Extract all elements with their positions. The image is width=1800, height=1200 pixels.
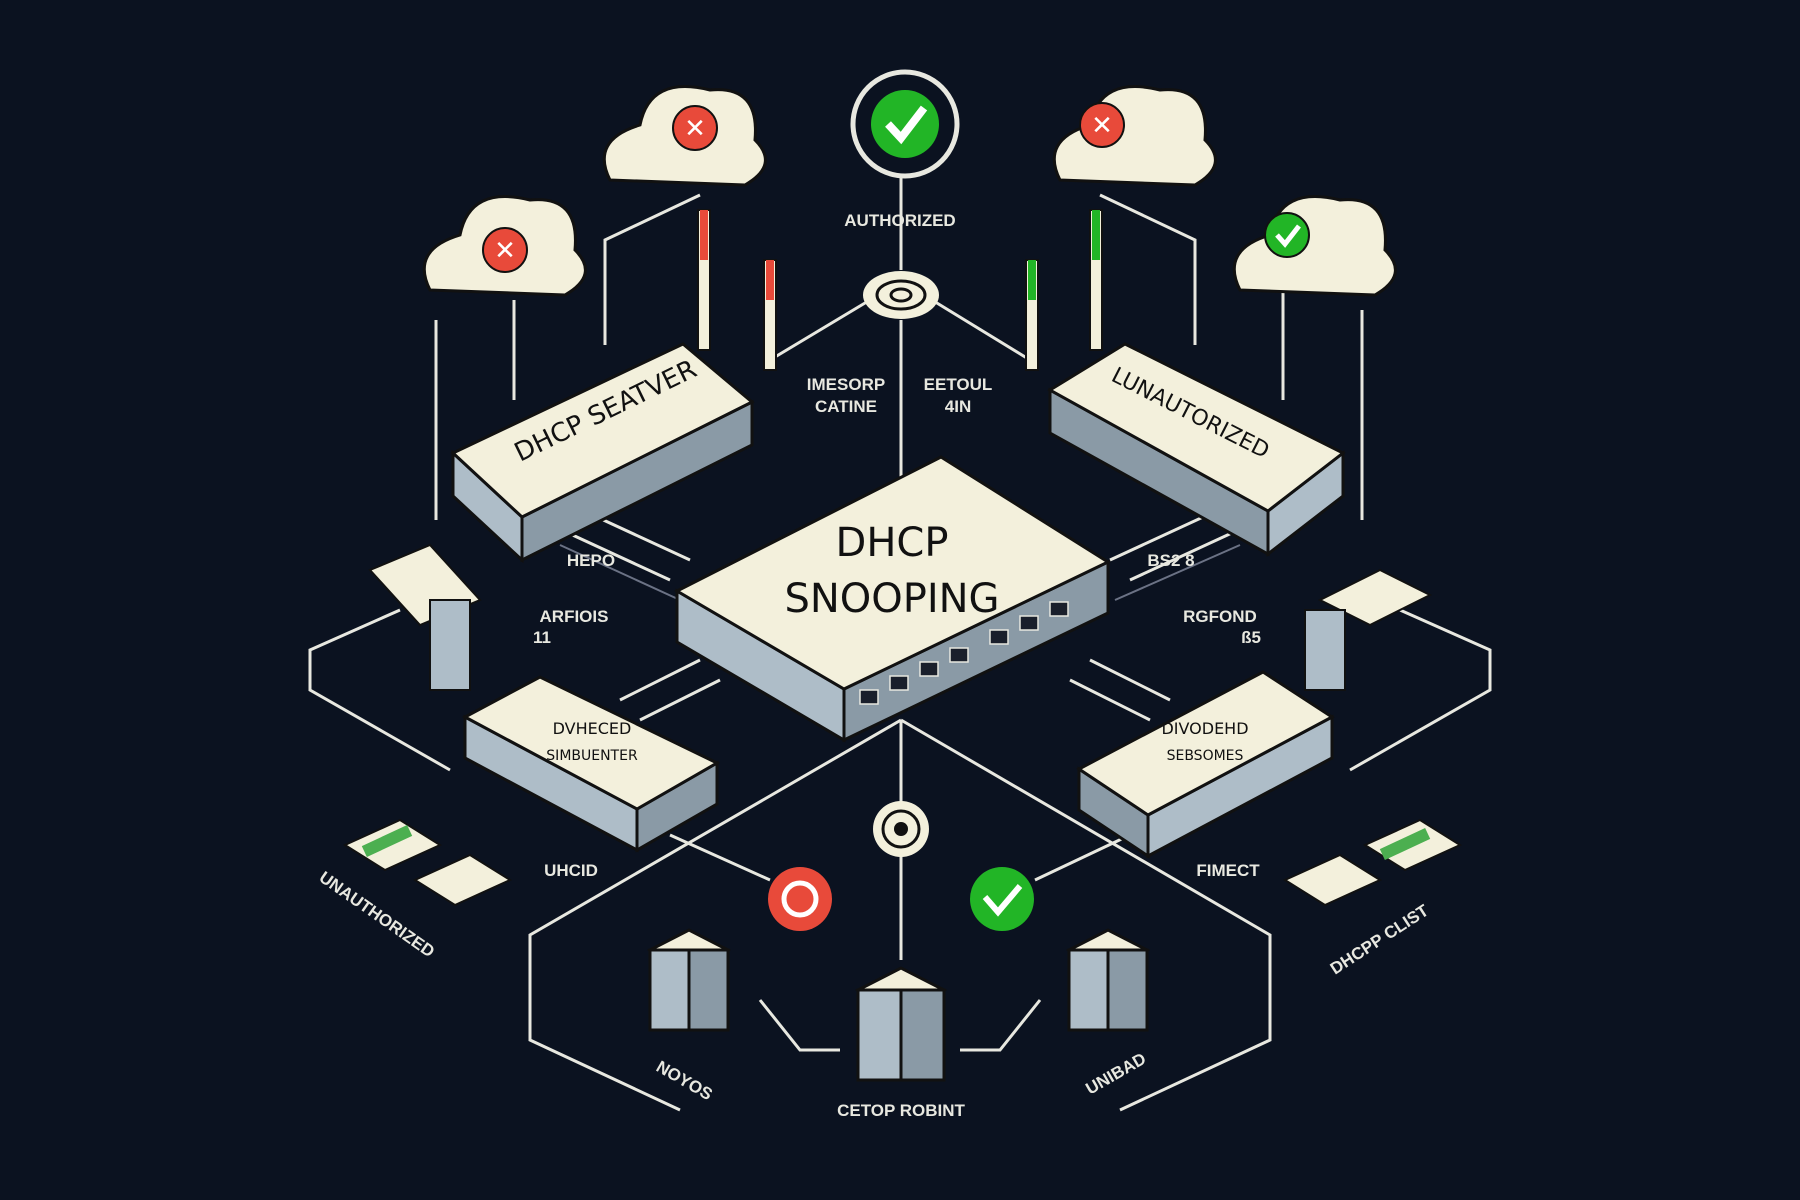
label: CETOP ROBINT bbox=[837, 1101, 965, 1120]
unauthorized-switch: LUNAUTORIZED bbox=[1047, 342, 1346, 558]
label: BS2 8 bbox=[1147, 551, 1194, 570]
switch-ports bbox=[859, 601, 1069, 705]
cloud-deny-icon: ✕ bbox=[422, 195, 587, 297]
label: NOYOS bbox=[653, 1057, 716, 1104]
lower-right-switch-label: DIVODEHD bbox=[1161, 719, 1248, 738]
authorized-check-icon bbox=[850, 69, 960, 179]
snooping-label-line2: SNOOPING bbox=[784, 576, 999, 622]
target-icon bbox=[873, 801, 929, 857]
server-icon bbox=[854, 966, 948, 1082]
dhcp-snooping-switch: DHCP SNOOPING bbox=[673, 455, 1112, 743]
snooping-label-line1: DHCP bbox=[836, 520, 949, 566]
cloud-deny-icon: ✕ bbox=[1052, 85, 1217, 187]
antenna-icons bbox=[697, 209, 1103, 371]
label: CATINE bbox=[815, 397, 877, 416]
cloud-deny-icon: ✕ bbox=[602, 85, 767, 187]
deny-icon bbox=[768, 867, 832, 931]
label: IMESORP bbox=[807, 375, 885, 394]
server-icon bbox=[646, 928, 732, 1032]
spiral-target-icon bbox=[863, 271, 939, 319]
svg-text:✕: ✕ bbox=[494, 236, 516, 266]
dhcp-client-label: DHCPP CLIST bbox=[1327, 901, 1433, 979]
label: HEPO bbox=[567, 551, 615, 570]
authorized-label: AUTHORIZED bbox=[844, 211, 955, 230]
label: RGFOND bbox=[1183, 607, 1257, 626]
server-icon bbox=[1065, 928, 1151, 1032]
lower-right-switch-sublabel: SEBSOMES bbox=[1167, 748, 1244, 764]
lower-left-switch-sublabel: SIMBUENTER bbox=[546, 748, 638, 764]
client-devices-right bbox=[1282, 568, 1463, 907]
lower-left-switch: DVHECED SIMBUENTER bbox=[461, 675, 721, 853]
label: FIMECT bbox=[1196, 861, 1260, 880]
svg-text:✕: ✕ bbox=[684, 114, 706, 144]
label: ARFIOIS bbox=[540, 607, 609, 626]
cloud-allow-icon bbox=[1232, 195, 1397, 297]
dhcp-server-switch: DHCP SEATVER bbox=[450, 342, 755, 564]
lower-left-switch-label: DVHECED bbox=[553, 719, 632, 738]
allow-check-icon bbox=[970, 867, 1034, 931]
label: 11 bbox=[533, 628, 551, 647]
label: EETOUL bbox=[924, 375, 993, 394]
label: UHCID bbox=[544, 861, 598, 880]
label: UNIBAD bbox=[1083, 1049, 1150, 1099]
label: ß5 bbox=[1241, 628, 1261, 647]
label: 4IN bbox=[945, 397, 971, 416]
lower-right-switch: DIVODEHD SEBSOMES bbox=[1076, 670, 1335, 859]
client-devices-left bbox=[342, 543, 513, 907]
svg-text:✕: ✕ bbox=[1091, 111, 1113, 141]
